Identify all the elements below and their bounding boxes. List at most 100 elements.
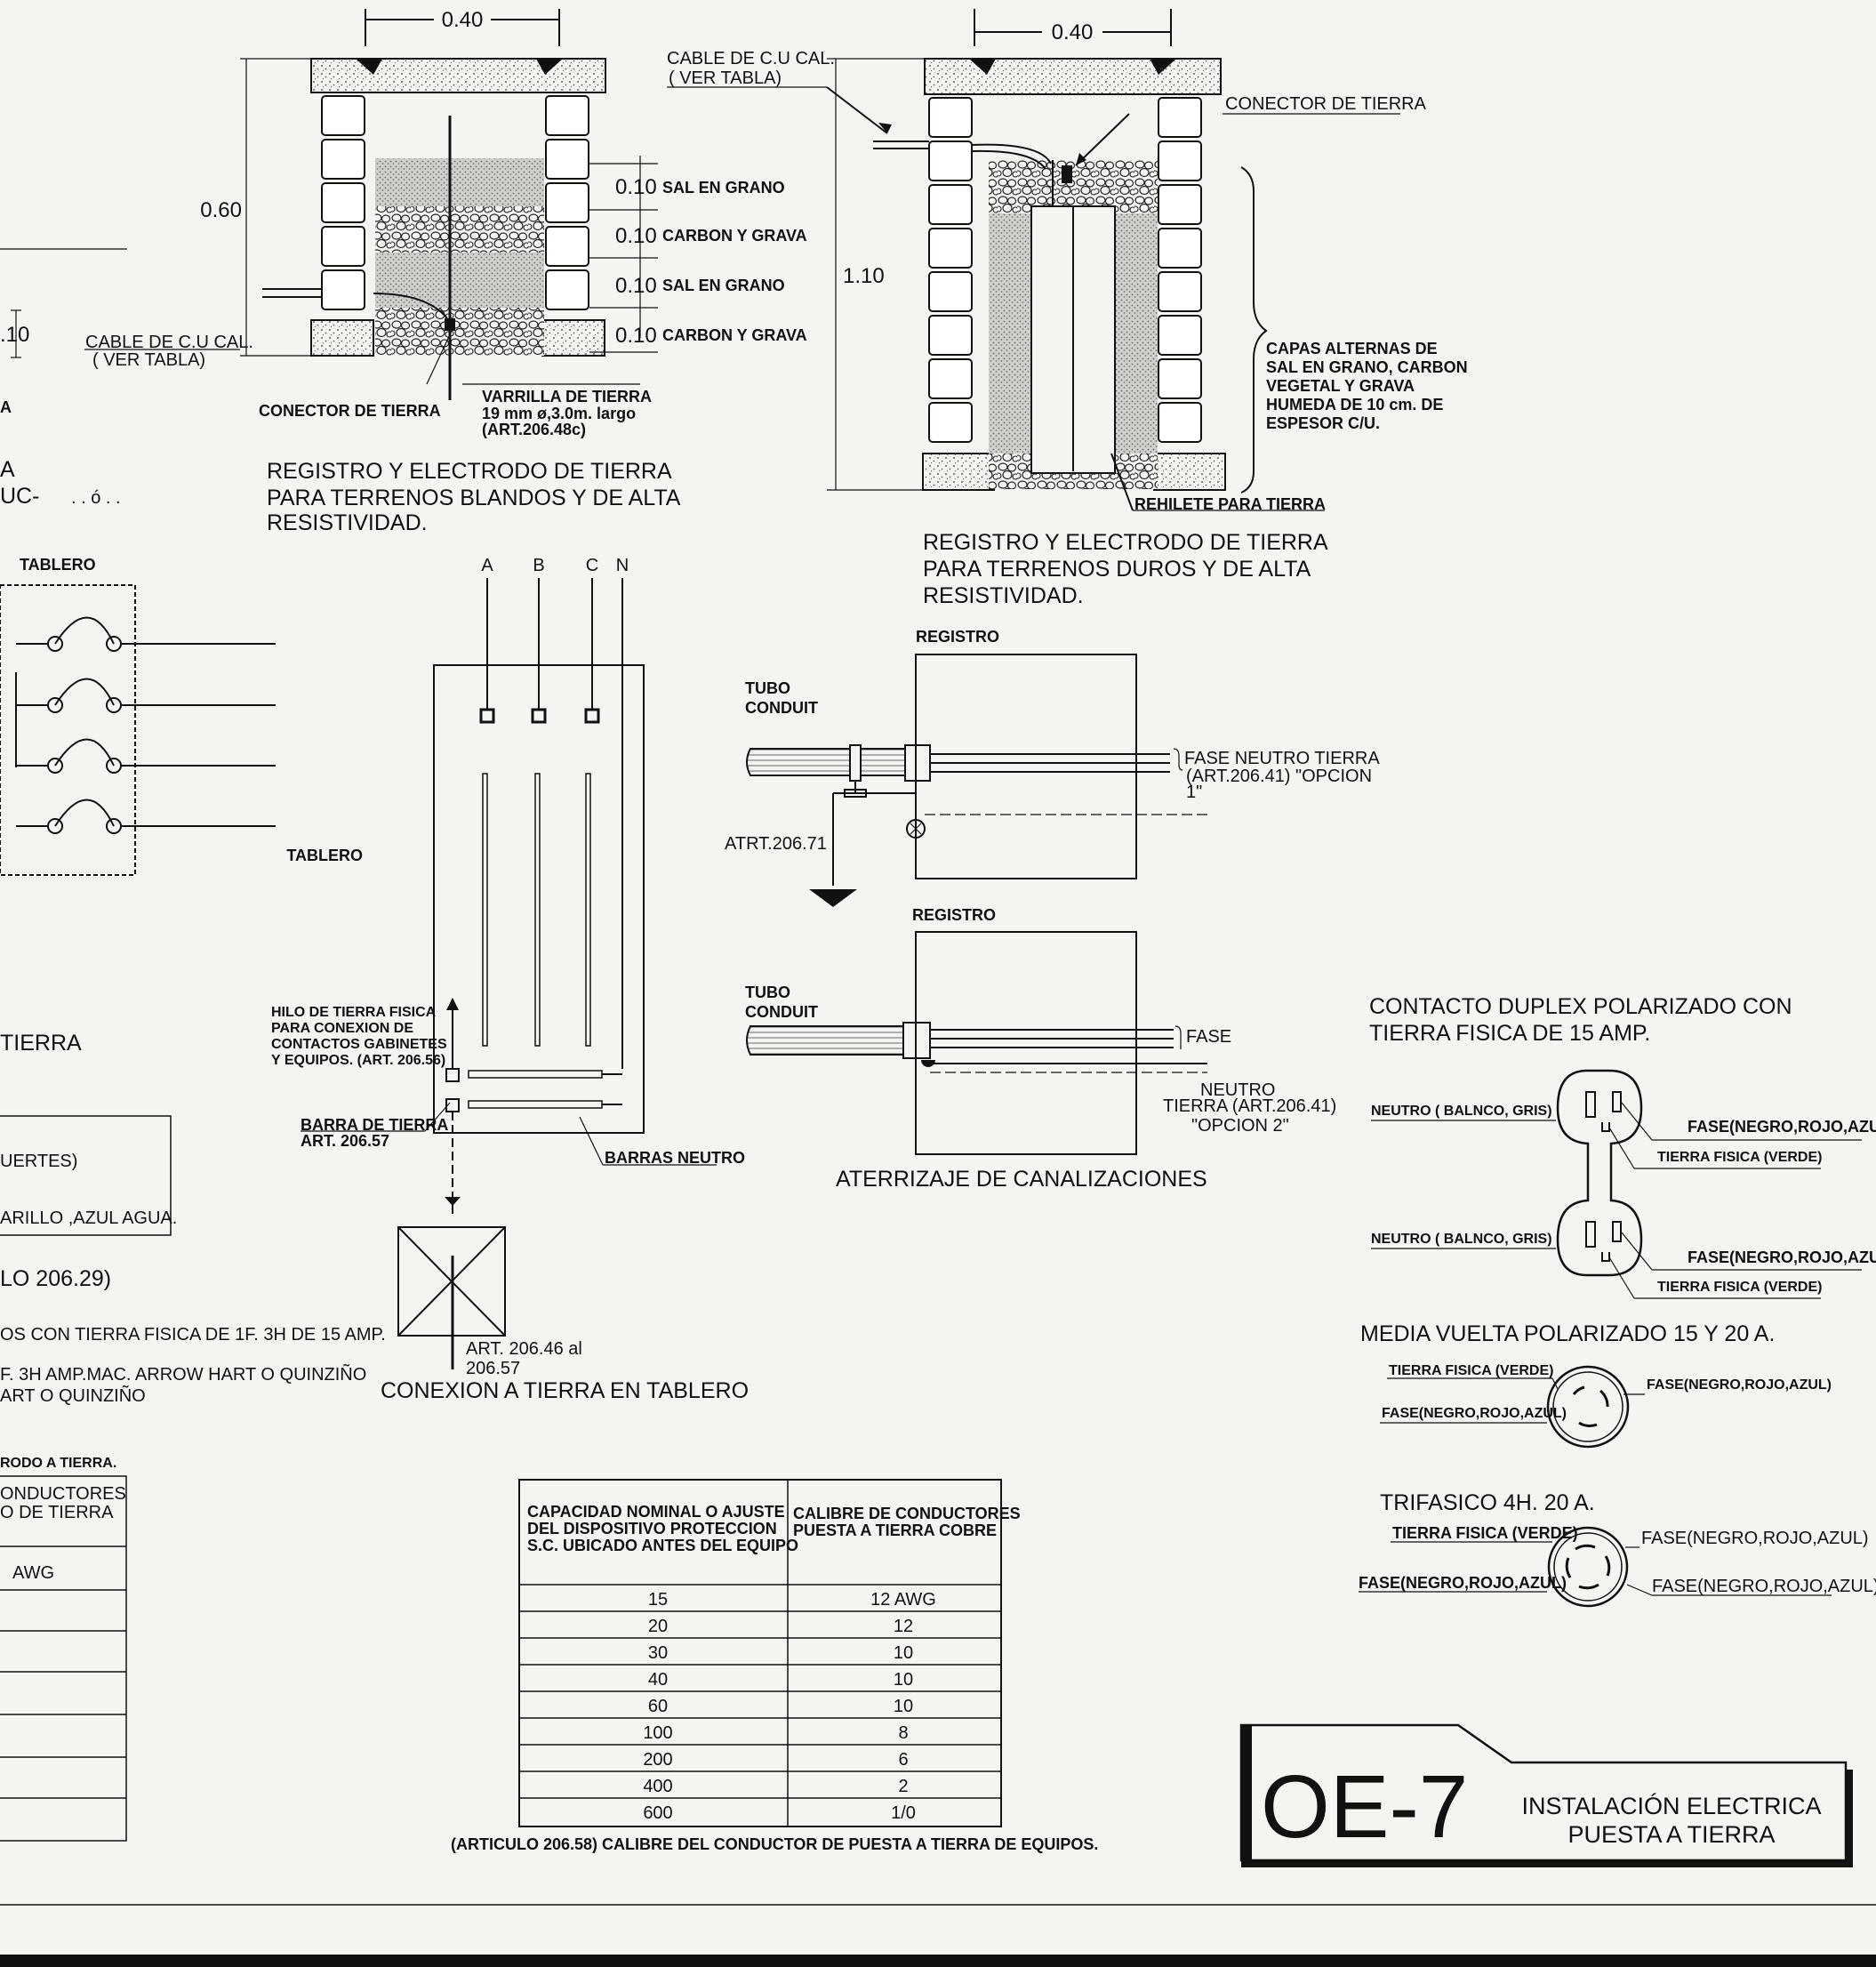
- left-partial-sheet: .10 CABLE DE C.U CAL. ( VER TABLA) A A U…: [0, 248, 386, 1842]
- tubo-1-label-a: TUBO: [745, 679, 790, 697]
- duros-title-1: REGISTRO Y ELECTRODO DE TIERRA: [923, 530, 1328, 555]
- left-legend-2: ARILLO ,AZUL AGUA.: [0, 1208, 177, 1228]
- duplex-neutro-1: NEUTRO ( BALNCO, GRIS): [1371, 1104, 1552, 1119]
- left-tierra-title: TIERRA: [0, 1031, 82, 1056]
- registro-terrenos-blandos: 0.40 0.60: [200, 8, 806, 535]
- aterrizaje-title: ATERRIZAJE DE CANALIZACIONES: [836, 1167, 1207, 1192]
- duplex-title-2: TIERRA FISICA DE 15 AMP.: [1369, 1021, 1650, 1046]
- duros-capas-4: HUMEDA DE 10 cm. DE: [1266, 396, 1443, 413]
- sheet-code: OE-7: [1261, 1757, 1468, 1857]
- duros-capas-1: CAPAS ALTERNAS DE: [1266, 340, 1438, 357]
- left-title-fragment-1: A: [0, 457, 15, 482]
- duros-rehilete-label: REHILETE PARA TIERRA: [1134, 495, 1326, 513]
- left-article-title: LO 206.29): [0, 1266, 111, 1291]
- left-table-header-1: ONDUCTORES: [0, 1484, 126, 1504]
- table-cell-calibre: 2: [898, 1777, 908, 1796]
- table-cell-calibre: 12: [894, 1617, 913, 1636]
- hilo-label-1: HILO DE TIERRA FISICA: [271, 1005, 437, 1020]
- left-note-2: F. 3H AMP.MAC. ARROW HART O QUINZIÑO: [0, 1363, 366, 1385]
- blandos-conector-label: CONECTOR DE TIERRA: [259, 402, 441, 420]
- left-table-awg: AWG: [12, 1563, 54, 1583]
- table-caption: (ARTICULO 206.58) CALIBRE DEL CONDUCTOR …: [451, 1835, 1098, 1853]
- table-header-left-2: DEL DISPOSITIVO PROTECCION: [527, 1520, 777, 1537]
- left-cable-label: CABLE DE C.U CAL.: [85, 333, 253, 352]
- hilo-label-2: PARA CONEXION DE: [271, 1021, 413, 1036]
- barras-neutro-label: BARRAS NEUTRO: [605, 1149, 745, 1167]
- tri-fase-top-right: FASE(NEGRO,ROJO,AZUL): [1641, 1529, 1869, 1548]
- blandos-layer-1-dim: 0.10: [615, 175, 657, 199]
- duplex-fase-1: FASE(NEGRO,ROJO,AZUL): [1688, 1118, 1876, 1136]
- art-206-46-label: ART. 206.46 al: [466, 1339, 582, 1359]
- sheet-title-block: OE-7 INSTALACIÓN ELECTRICA PUESTA A TIER…: [1239, 1723, 1853, 1867]
- blandos-layer-2-dim: 0.10: [615, 224, 657, 248]
- sheet-title-1: INSTALACIÓN ELECTRICA: [1521, 1792, 1821, 1819]
- blandos-title-1: REGISTRO Y ELECTRODO DE TIERRA: [267, 459, 672, 484]
- table-cell-capacidad: 20: [648, 1617, 668, 1636]
- phase-a: A: [481, 556, 493, 575]
- table-cell-calibre: 1/0: [891, 1803, 916, 1823]
- media-tierra-label: TIERRA FISICA (VERDE): [1389, 1363, 1553, 1378]
- table-cell-calibre: 12 AWG: [870, 1590, 936, 1610]
- left-dim-010: .10: [0, 323, 29, 347]
- tri-fase-bottom-right: FASE(NEGRO,ROJO,AZUL): [1652, 1577, 1876, 1596]
- blandos-dim-width: 0.40: [442, 8, 484, 32]
- table-cell-calibre: 6: [898, 1750, 908, 1770]
- duplex-neutro-2: NEUTRO ( BALNCO, GRIS): [1371, 1232, 1552, 1247]
- table-cell-calibre: 10: [894, 1643, 913, 1663]
- left-title-fragment-2: UC-: [0, 484, 39, 509]
- blandos-layer-3-label: SAL EN GRANO: [662, 277, 785, 294]
- tubo-2-label-b: CONDUIT: [745, 1003, 818, 1021]
- phase-c: C: [586, 556, 598, 575]
- tubo-1-label-b: CONDUIT: [745, 699, 818, 717]
- media-fase-right-label: FASE(NEGRO,ROJO,AZUL): [1647, 1377, 1832, 1393]
- tubo-2-label-a: TUBO: [745, 984, 790, 1001]
- art-206-57-label: 206.57: [466, 1359, 520, 1378]
- table-header-right-2: PUESTA A TIERRA COBRE: [793, 1521, 997, 1539]
- duros-dim-height: 1.10: [843, 264, 885, 288]
- tri-fase-left: FASE(NEGRO,ROJO,AZUL): [1359, 1574, 1567, 1592]
- registro-terrenos-duros: 0.40 1.10: [667, 9, 1468, 608]
- duros-capas-5: ESPESOR C/U.: [1266, 414, 1380, 432]
- atrt-label: ATRT.206.71: [725, 834, 827, 854]
- blandos-varilla-3: (ART.206.48c): [482, 421, 586, 438]
- opcion-1-label-a: (ART.206.41) "OPCION: [1186, 767, 1372, 786]
- left-table-caption: RODO A TIERRA.: [0, 1456, 116, 1471]
- table-cell-calibre: 10: [894, 1697, 913, 1716]
- phase-b: B: [533, 556, 544, 575]
- table-cell-calibre: 8: [898, 1723, 908, 1743]
- table-cell-capacidad: 600: [643, 1803, 672, 1823]
- blandos-layer-4-label: CARBON Y GRAVA: [662, 326, 807, 344]
- blandos-title-2: PARA TERRENOS BLANDOS Y DE ALTA: [267, 486, 681, 510]
- media-fase-left-label: FASE(NEGRO,ROJO,AZUL): [1382, 1406, 1567, 1421]
- blandos-layer-3-dim: 0.10: [615, 274, 657, 298]
- table-header-left-1: CAPACIDAD NOMINAL O AJUSTE: [527, 1503, 785, 1521]
- blandos-varilla-2: 19 mm ø,3.0m. largo: [482, 405, 636, 422]
- duplex-tierra-2: TIERRA FISICA (VERDE): [1657, 1280, 1822, 1295]
- duros-conector-label: CONECTOR DE TIERRA: [1225, 94, 1427, 114]
- duros-cable-label: CABLE DE C.U CAL.: [667, 49, 835, 68]
- trifasico-title: TRIFASICO 4H. 20 A.: [1380, 1490, 1595, 1515]
- blandos-varilla-1: VARRILLA DE TIERRA: [482, 388, 652, 405]
- blandos-layer-1-label: SAL EN GRANO: [662, 179, 785, 197]
- barra-label-2: ART. 206.57: [301, 1132, 389, 1150]
- table-cell-capacidad: 400: [643, 1777, 672, 1796]
- blandos-title-3: RESISTIVIDAD.: [267, 510, 428, 535]
- sheet-title-2: PUESTA A TIERRA: [1567, 1821, 1775, 1848]
- media-vuelta-title: MEDIA VUELTA POLARIZADO 15 Y 20 A.: [1360, 1321, 1775, 1346]
- left-fragment-a: A: [0, 398, 12, 416]
- fase-label: FASE: [1186, 1027, 1231, 1047]
- blandos-dim-height: 0.60: [200, 198, 242, 222]
- breaker-symbols: [16, 616, 276, 834]
- table-cell-capacidad: 200: [643, 1750, 672, 1770]
- duros-title-2: PARA TERRENOS DUROS Y DE ALTA: [923, 557, 1311, 582]
- duplex-title-1: CONTACTO DUPLEX POLARIZADO CON: [1369, 994, 1792, 1019]
- left-note-1: OS CON TIERRA FISICA DE 1F. 3H DE 15 AMP…: [0, 1325, 386, 1345]
- tierra-opcion-2-label: TIERRA (ART.206.41): [1163, 1096, 1336, 1116]
- duros-title-3: RESISTIVIDAD.: [923, 583, 1084, 608]
- phase-n: N: [616, 556, 629, 575]
- neutro-label: NEUTRO: [1200, 1080, 1275, 1100]
- table-cell-capacidad: 30: [648, 1643, 668, 1663]
- duros-cable-ref: ( VER TABLA): [669, 68, 782, 88]
- fase-neutro-tierra-label: FASE NEUTRO TIERRA: [1184, 749, 1380, 768]
